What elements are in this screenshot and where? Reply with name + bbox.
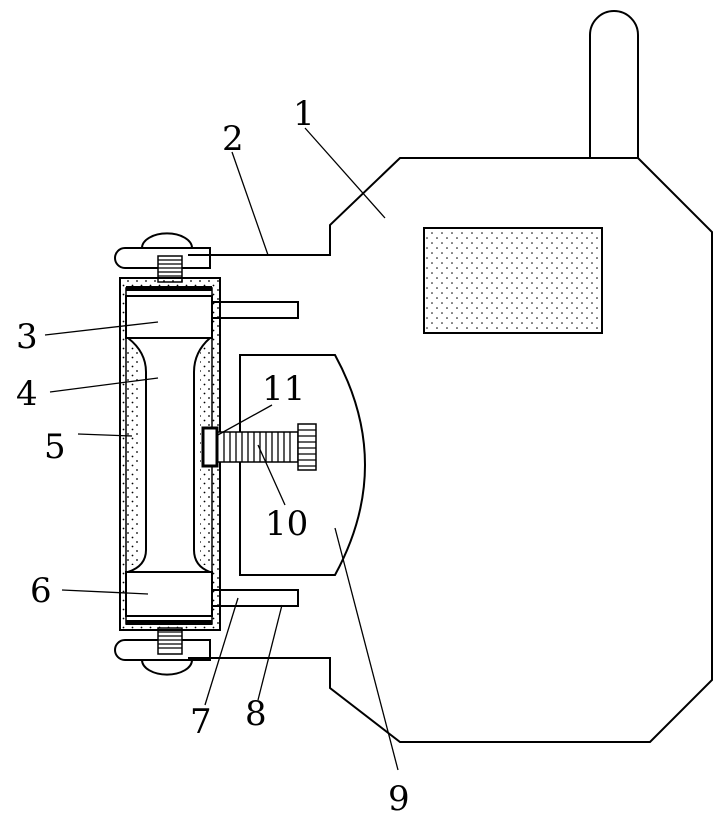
nut (201, 426, 219, 468)
bottom-screw (157, 627, 183, 655)
top-bolt-dome (141, 232, 193, 249)
antenna (589, 10, 639, 158)
bottom-slide-bar (211, 589, 299, 607)
bottom-strip (126, 620, 212, 625)
label-4: 4 (16, 374, 38, 414)
label-6: 6 (30, 571, 52, 611)
label-10: 10 (265, 504, 308, 544)
bottom-bolt-dome (141, 659, 193, 676)
top-strip (126, 286, 212, 291)
label-1: 1 (293, 94, 315, 134)
screw-knob (297, 423, 317, 471)
label-2: 2 (222, 119, 244, 159)
label-11: 11 (262, 369, 305, 409)
main-body (188, 157, 713, 743)
bottom-bracket-plate (114, 639, 211, 661)
label-5: 5 (44, 427, 66, 467)
label-3: 3 (16, 317, 38, 357)
label-7: 7 (190, 702, 212, 742)
display-screen (423, 227, 603, 334)
top-screw (157, 255, 183, 283)
adjusting-screw (215, 431, 299, 463)
top-slide-bar (211, 301, 299, 319)
label-9: 9 (388, 779, 410, 819)
leader-lines (44, 127, 399, 771)
top-bracket-plate (114, 247, 211, 269)
left-wall-fill (126, 345, 138, 565)
label-8: 8 (245, 694, 267, 734)
clamp-plate (239, 354, 366, 576)
